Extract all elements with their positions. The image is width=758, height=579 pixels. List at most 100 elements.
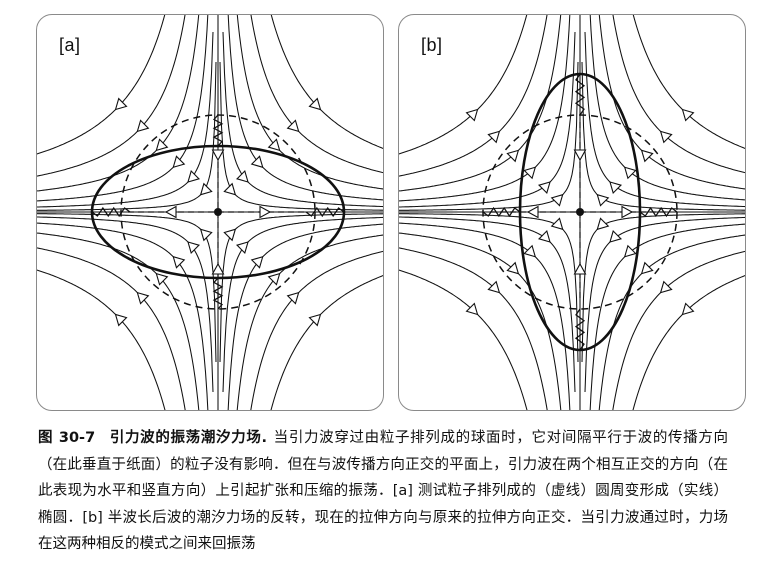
tidal-field-diagram-a <box>37 15 383 410</box>
field-line <box>598 15 745 190</box>
field-line <box>584 31 745 208</box>
caption-text: 当引力波穿过由粒子排列成的球面时，它对间隔平行于波的传播方向（在此垂直于纸面）的… <box>38 430 728 552</box>
figure-caption: 图 30-7 引力波的振荡潮汐力场.当引力波穿过由粒子排列成的球面时，它对间隔平行… <box>38 425 728 558</box>
figure-number: 图 30-7 <box>38 430 96 446</box>
field-arrow <box>164 205 177 219</box>
field-arrow <box>465 302 479 316</box>
field-arrow <box>596 217 610 231</box>
field-arrow <box>523 244 537 258</box>
field-line <box>612 15 745 174</box>
field-line <box>399 15 548 177</box>
field-arrow <box>211 149 225 162</box>
field-line <box>37 61 217 211</box>
field-arrow <box>659 130 673 144</box>
field-line <box>236 15 383 190</box>
spring-coil <box>305 206 345 218</box>
field-arrow <box>187 169 201 183</box>
field-arrow <box>235 169 249 183</box>
panel-b: [b] <box>398 14 746 411</box>
field-line <box>37 216 214 393</box>
panel-label-b: [b] <box>421 35 443 55</box>
field-arrow <box>487 130 501 144</box>
field-line <box>632 15 745 149</box>
field-line <box>632 275 745 410</box>
field-arrow <box>187 241 201 255</box>
field-arrow <box>235 241 249 255</box>
field-line <box>219 61 383 211</box>
field-arrow <box>250 155 264 169</box>
field-line <box>399 269 528 410</box>
field-arrow <box>681 302 695 316</box>
panel-label-a: [a] <box>59 35 81 55</box>
spring-coil <box>212 114 224 147</box>
field-arrow <box>259 205 272 219</box>
field-line <box>589 15 745 201</box>
field-line <box>399 216 576 393</box>
field-line <box>227 15 383 201</box>
field-arrow <box>621 205 634 219</box>
field-arrow <box>136 119 150 133</box>
field-line <box>37 31 214 208</box>
field-line <box>219 213 383 363</box>
field-line <box>581 213 745 363</box>
field-line <box>37 222 209 410</box>
spring-coil <box>212 277 224 310</box>
tidal-field-diagram-b <box>399 15 745 410</box>
field-arrow <box>609 181 623 195</box>
field-line <box>399 61 579 211</box>
field-arrow <box>681 108 695 122</box>
field-arrow <box>523 166 537 180</box>
spring-coil <box>639 206 678 218</box>
field-arrow <box>526 205 539 219</box>
field-arrow <box>172 255 186 269</box>
field-arrow <box>308 97 322 111</box>
field-arrow <box>199 228 213 242</box>
field-line <box>37 15 209 202</box>
field-line <box>236 234 383 410</box>
field-arrow <box>640 261 654 275</box>
field-arrow <box>596 193 610 207</box>
panel-a: [a] <box>36 14 384 411</box>
center-dot <box>576 208 584 216</box>
field-arrow <box>506 261 520 275</box>
figure-title: 引力波的振荡潮汐力场. <box>109 430 268 446</box>
field-arrow <box>640 149 654 163</box>
field-arrow <box>211 262 225 275</box>
field-arrow <box>573 149 587 162</box>
field-line <box>37 213 217 363</box>
field-line <box>37 15 186 177</box>
spring-coil <box>574 73 586 116</box>
field-line <box>399 15 528 155</box>
spring-coil <box>574 308 586 351</box>
field-arrow <box>223 228 237 242</box>
field-arrow <box>114 97 128 111</box>
field-arrow <box>308 313 322 327</box>
field-arrow <box>659 280 673 294</box>
field-arrow <box>573 262 587 275</box>
field-line <box>37 247 186 410</box>
field-arrow <box>155 138 169 152</box>
field-arrow <box>155 272 169 286</box>
spring-coil <box>91 206 131 218</box>
field-line <box>37 232 200 410</box>
field-line <box>598 234 745 410</box>
field-line <box>250 15 383 174</box>
field-line <box>222 31 383 208</box>
field-arrow <box>609 229 623 243</box>
field-arrow <box>286 291 300 305</box>
field-arrow <box>623 166 637 180</box>
field-arrow <box>223 182 237 196</box>
center-dot <box>214 208 222 216</box>
field-line <box>37 269 166 410</box>
field-line <box>584 216 745 393</box>
field-line <box>270 275 383 410</box>
field-line <box>222 216 383 393</box>
field-arrow <box>172 155 186 169</box>
field-arrow <box>550 193 564 207</box>
field-line <box>399 222 571 410</box>
field-arrow <box>114 313 128 327</box>
field-line <box>399 213 579 363</box>
field-arrow <box>267 272 281 286</box>
field-arrow <box>286 119 300 133</box>
field-line <box>399 15 562 192</box>
